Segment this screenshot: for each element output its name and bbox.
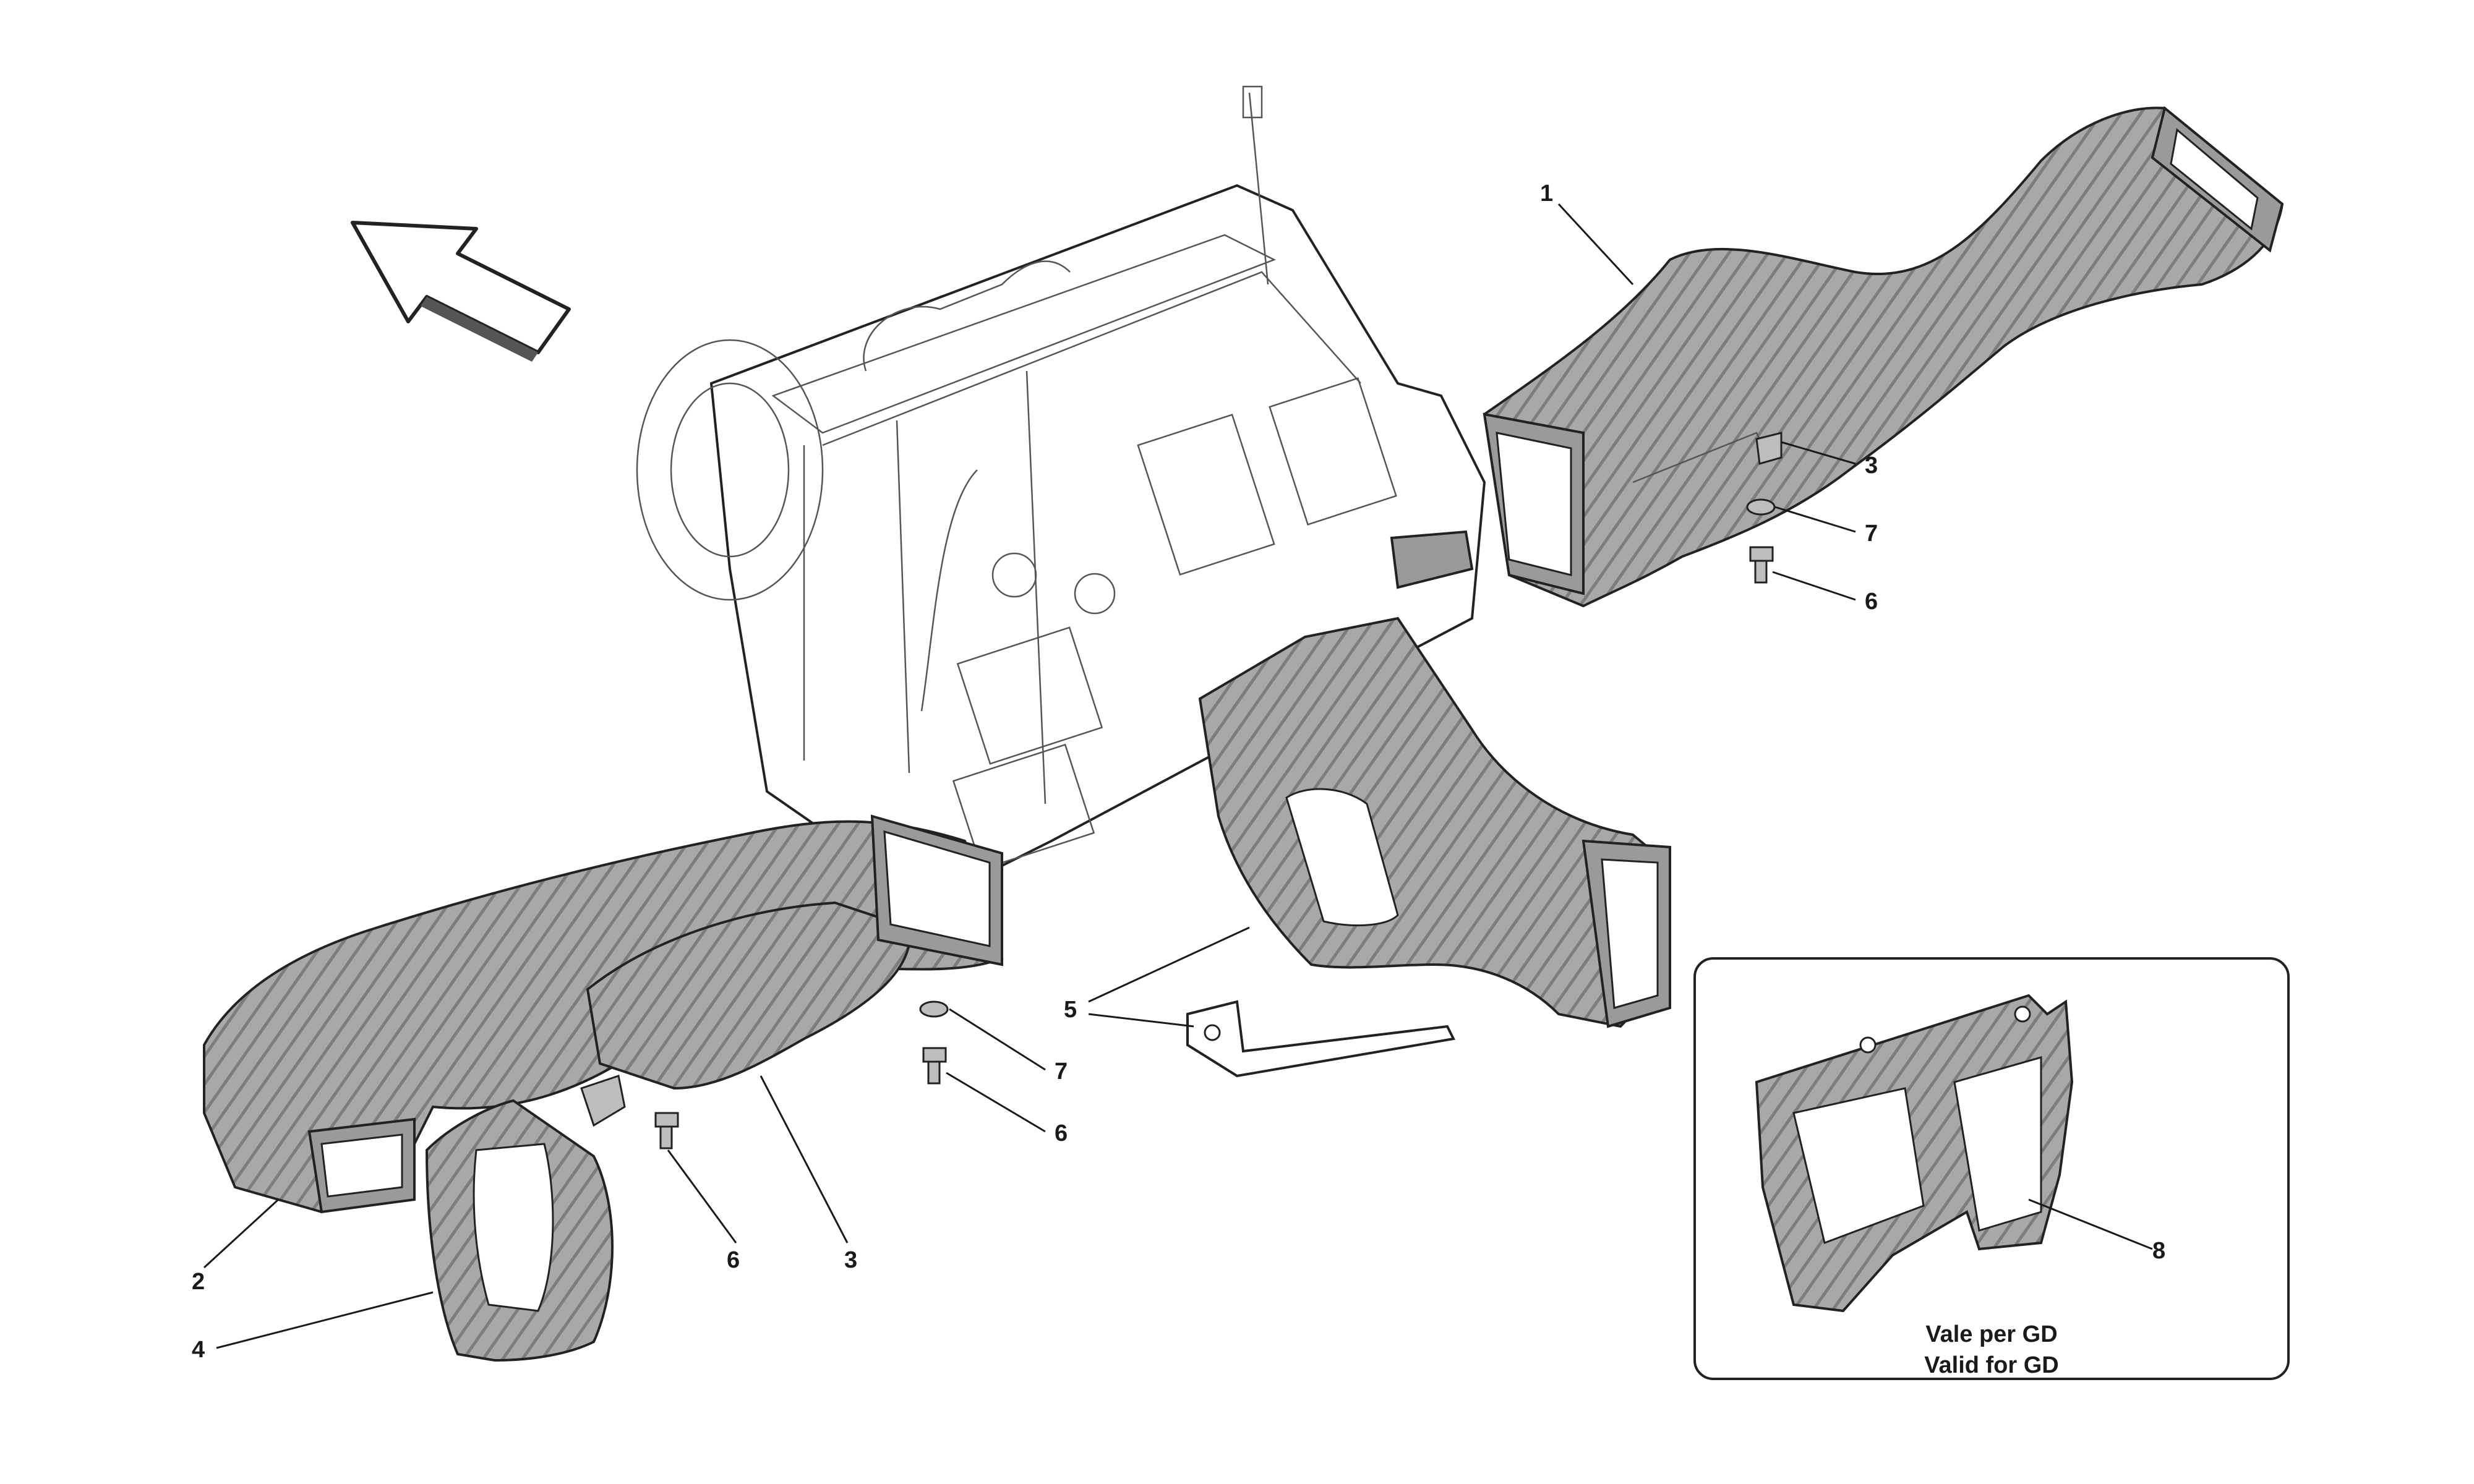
callout-7-center: 7	[1055, 1059, 1068, 1085]
callout-2: 2	[192, 1269, 205, 1295]
callout-5: 5	[1064, 997, 1077, 1023]
callout-3-left: 3	[844, 1247, 857, 1273]
part-2-3-duct	[203, 814, 1004, 1214]
callout-6-right: 6	[1865, 589, 1878, 615]
callout-3-right: 3	[1865, 453, 1878, 479]
callout-1: 1	[1540, 181, 1553, 207]
hvac-unit	[636, 85, 1486, 905]
callout-6-left: 6	[727, 1247, 740, 1273]
callout-4: 4	[192, 1337, 205, 1363]
inset-caption-english: Valid for GD	[1924, 1352, 2058, 1378]
inset-caption-italian: Vale per GD	[1925, 1321, 2057, 1347]
callout-7-right: 7	[1865, 521, 1878, 547]
inset-panel: Vale per GD Valid for GD	[1693, 957, 2290, 1380]
leader-lines	[203, 203, 2153, 1349]
callout-6-center: 6	[1055, 1120, 1068, 1146]
part-8-duct	[1755, 994, 2074, 1313]
part-4-vent	[425, 1075, 626, 1362]
callout-labels: 1 2 3 3 4 5 6 6 6 7 7 8	[192, 181, 2165, 1363]
callout-8: 8	[2152, 1238, 2165, 1264]
part-1-duct	[1483, 106, 2284, 608]
fasteners	[654, 432, 1783, 1149]
part-5-duct	[1186, 530, 1672, 1078]
direction-arrow-icon	[351, 221, 571, 362]
